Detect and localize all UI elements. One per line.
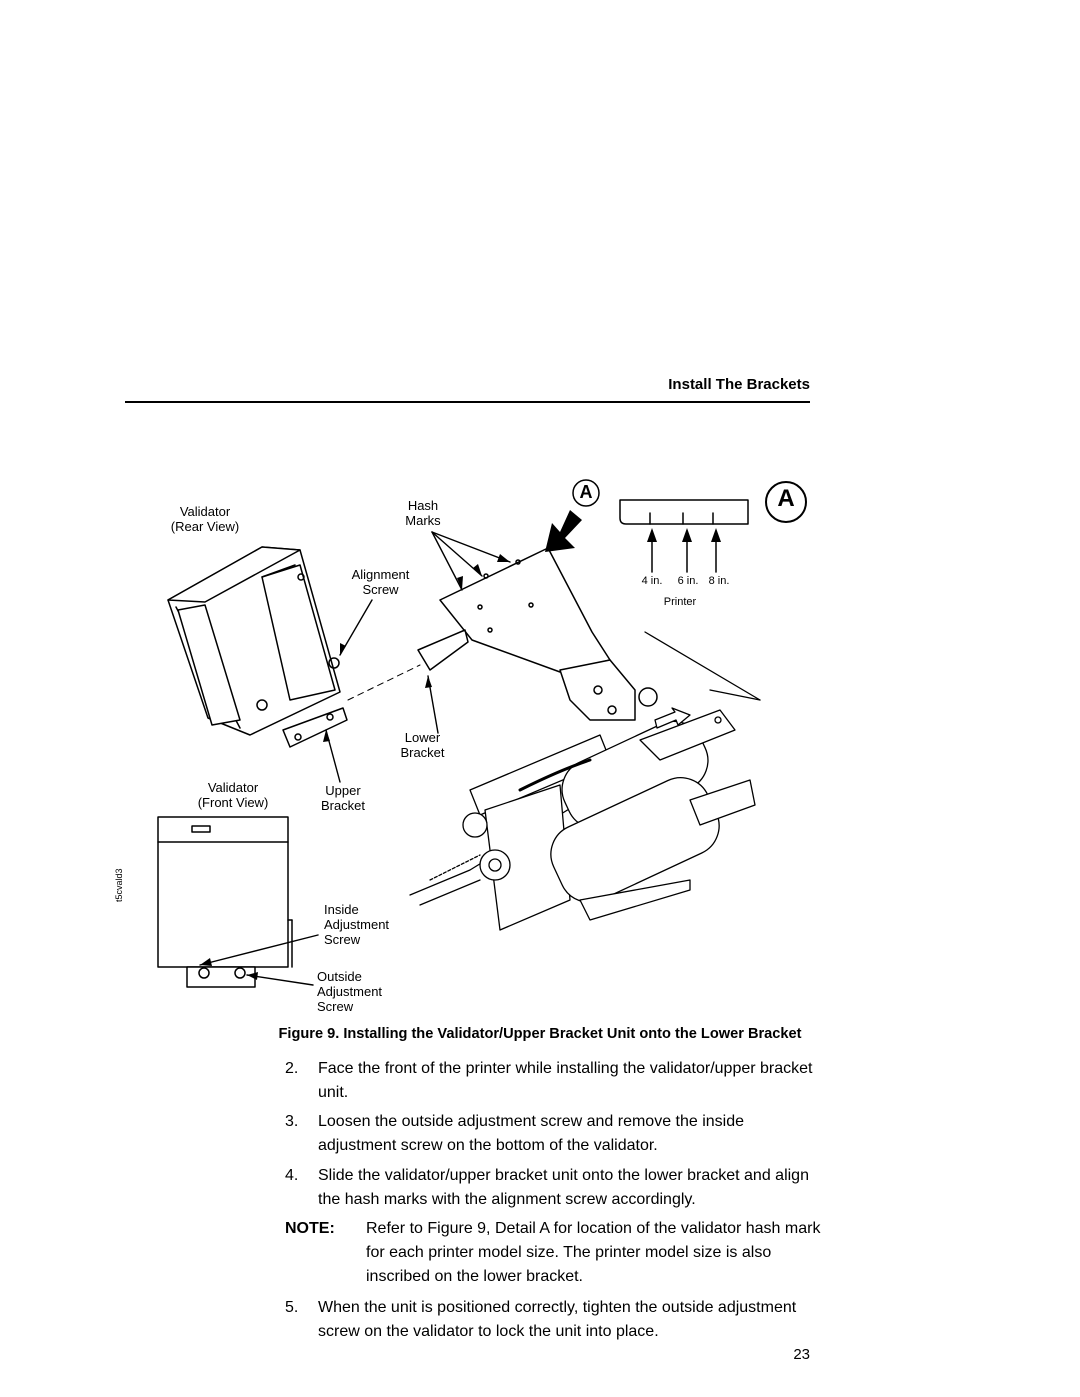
- note-text: Refer to Figure 9, Detail A for location…: [366, 1220, 821, 1285]
- label-validator-front-line1: Validator: [207, 780, 259, 795]
- label-validator-rear: Validator (Rear View): [150, 504, 260, 534]
- label-inside-line3: Screw: [324, 932, 361, 947]
- label-outside-line1: Outside: [317, 969, 362, 984]
- note-block: NOTE: Refer to Figure 9, Detail A for lo…: [285, 1217, 825, 1289]
- label-validator-front: Validator (Front View): [178, 780, 288, 810]
- label-hash-line1: Hash: [407, 498, 439, 513]
- detail-a-marker-small: A: [579, 482, 593, 502]
- label-alignment-line1: Alignment: [351, 567, 410, 582]
- label-hash-marks: Hash Marks: [393, 498, 453, 528]
- step-number: 2.: [285, 1060, 299, 1077]
- label-hash-line2: Marks: [405, 513, 441, 528]
- figure-caption: Figure 9. Installing the Validator/Upper…: [278, 1026, 802, 1042]
- note-label: NOTE:: [285, 1220, 335, 1237]
- label-validator-rear-line1: Validator: [179, 504, 231, 519]
- label-inside-line1: Inside: [324, 902, 359, 917]
- printer-mechanism-drawing: [409, 631, 761, 931]
- label-size-6in: 6 in.: [677, 575, 699, 587]
- figure-file-id: t5cvald3: [114, 868, 124, 902]
- detail-a-inset: [619, 481, 807, 573]
- label-outside-adjustment-screw: Outside Adjustment Screw: [317, 969, 382, 1014]
- step-2: 2. Face the front of the printer while i…: [285, 1057, 825, 1105]
- label-alignment-line2: Screw: [362, 582, 399, 597]
- label-lower-line1: Lower: [404, 730, 441, 745]
- label-upper-bracket: Upper Bracket: [313, 783, 373, 813]
- label-validator-rear-line2: (Rear View): [170, 519, 240, 534]
- label-upper-line1: Upper: [325, 783, 361, 798]
- label-size-8in: 8 in.: [708, 575, 730, 587]
- arrow-heads: [200, 554, 510, 980]
- figure-illustration: Validator (Rear View) Hash Marks Alignme…: [114, 470, 820, 1020]
- step-number: 5.: [285, 1299, 299, 1316]
- step-text: When the unit is positioned correctly, t…: [318, 1299, 797, 1340]
- header-rule: [125, 401, 810, 403]
- label-upper-line2: Bracket: [320, 798, 366, 813]
- label-printer: Printer: [663, 596, 697, 608]
- validator-front-view-drawing: [157, 816, 293, 988]
- label-inside-adjustment-screw: Inside Adjustment Screw: [324, 902, 389, 947]
- step-4: 4. Slide the validator/upper bracket uni…: [285, 1164, 825, 1212]
- step-text: Loosen the outside adjustment screw and …: [318, 1113, 745, 1154]
- label-outside-line2: Adjustment: [317, 984, 383, 999]
- page-number: 23: [793, 1346, 810, 1363]
- step-text: Slide the validator/upper bracket unit o…: [318, 1167, 809, 1208]
- label-lower-line2: Bracket: [400, 745, 445, 760]
- label-lower-bracket: Lower Bracket: [390, 730, 455, 760]
- detail-a-pointer-arrow: [545, 479, 600, 552]
- detail-a-marker-large: A: [777, 485, 795, 512]
- section-header: Install The Brackets: [668, 376, 810, 393]
- step-5: 5. When the unit is positioned correctly…: [285, 1296, 825, 1344]
- label-size-4in: 4 in.: [641, 575, 663, 587]
- step-number: 3.: [285, 1113, 299, 1130]
- label-validator-front-line2: (Front View): [197, 795, 269, 810]
- label-inside-line2: Adjustment: [324, 917, 390, 932]
- label-alignment-screw: Alignment Screw: [333, 567, 428, 597]
- step-3: 3. Loosen the outside adjustment screw a…: [285, 1110, 825, 1158]
- validator-rear-view-drawing: [167, 546, 421, 748]
- detail-a-arrow-heads: [647, 528, 721, 542]
- label-outside-line3: Screw: [317, 999, 354, 1014]
- figure-drawing: [157, 479, 807, 988]
- step-number: 4.: [285, 1167, 299, 1184]
- step-text: Face the front of the printer while inst…: [318, 1060, 813, 1101]
